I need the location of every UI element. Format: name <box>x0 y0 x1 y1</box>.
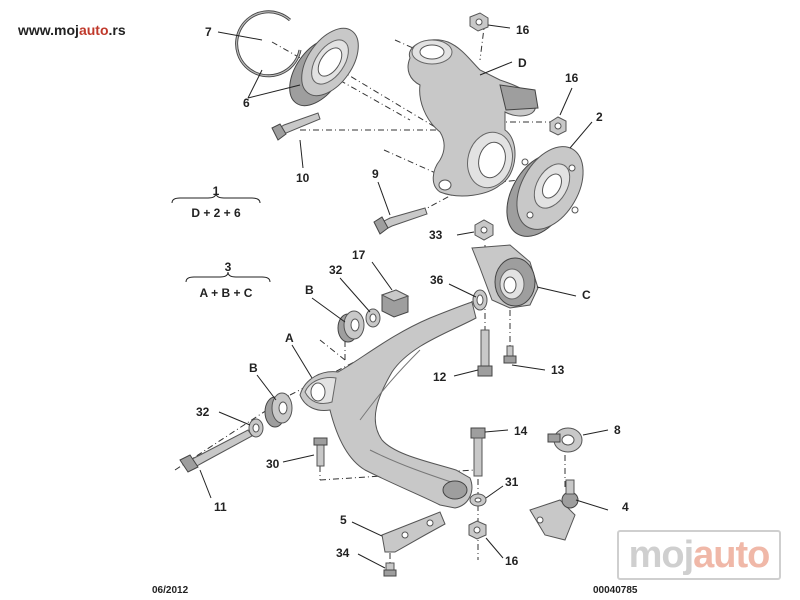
callout-14: 14 <box>514 424 528 438</box>
callout-30: 30 <box>266 457 280 471</box>
callout-A: A <box>285 331 294 345</box>
formula-1-bottom: D + 2 + 6 <box>191 206 241 220</box>
callout-5: 5 <box>340 513 347 527</box>
callout-8: 8 <box>614 423 621 437</box>
wheel-bearing-part <box>289 27 359 107</box>
callout-labels: 7 6 16 D 16 2 10 9 33 17 32 B 36 C A B 1… <box>196 23 629 568</box>
bushing-part <box>337 310 365 343</box>
clamp-part <box>547 427 583 453</box>
nut-part <box>474 219 494 241</box>
drawing-code: 00040785 <box>593 585 638 596</box>
callout-2: 2 <box>596 110 603 124</box>
formula-1-top: 1 <box>213 184 220 198</box>
callout-D: D <box>518 56 527 70</box>
callout-32: 32 <box>329 263 343 277</box>
callout-B: B <box>249 361 258 375</box>
control-arm-part <box>299 301 477 509</box>
callout-34: 34 <box>336 546 350 560</box>
wheel-hub-part <box>506 146 584 237</box>
callout-12: 12 <box>433 370 447 384</box>
bolt-part <box>373 207 428 235</box>
nut-part <box>549 116 567 136</box>
bolt-part <box>503 345 517 364</box>
callout-4: 4 <box>622 500 629 514</box>
bolt-part <box>477 329 493 377</box>
washer-part <box>472 289 488 311</box>
rear-bushing-part <box>471 244 539 309</box>
drawing-date: 06/2012 <box>152 585 189 596</box>
washer-part <box>248 418 264 438</box>
spacer-part <box>380 289 410 318</box>
callout-9: 9 <box>372 167 379 181</box>
circlip-part <box>235 10 302 78</box>
callout-16: 16 <box>565 71 579 85</box>
formula-3-bottom: A + B + C <box>200 286 253 300</box>
callout-13: 13 <box>551 363 565 377</box>
callout-C: C <box>582 288 591 302</box>
leader-lines <box>199 24 609 569</box>
ball-joint-part <box>529 479 579 541</box>
nut-part <box>469 12 489 32</box>
formula-3-top: 3 <box>225 260 232 274</box>
callout-16: 16 <box>505 554 519 568</box>
callout-32: 32 <box>196 405 210 419</box>
site-logo-watermark: mojauto <box>617 530 781 580</box>
callout-7: 7 <box>205 25 212 39</box>
assembly-formula-1: 1 D + 2 + 6 <box>171 184 261 220</box>
steering-knuckle-part <box>407 39 539 197</box>
callout-16: 16 <box>516 23 530 37</box>
bushing-part <box>264 392 293 428</box>
washer-part <box>365 308 381 328</box>
callout-33: 33 <box>429 228 443 242</box>
bolt-part <box>313 437 328 467</box>
bolt-part <box>271 112 321 141</box>
bracket-part <box>381 511 446 553</box>
callout-11: 11 <box>214 500 227 514</box>
callout-6: 6 <box>243 96 250 110</box>
callout-10: 10 <box>296 171 310 185</box>
bolt-part <box>179 429 253 473</box>
callout-31: 31 <box>505 475 519 489</box>
callout-17: 17 <box>352 248 366 262</box>
assembly-formula-3: 3 A + B + C <box>185 260 271 300</box>
callout-36: 36 <box>430 273 444 287</box>
washer-part <box>469 493 487 507</box>
site-url-watermark: www.mojauto.rs <box>18 22 126 38</box>
callout-B: B <box>305 283 314 297</box>
bolt-part <box>470 427 486 477</box>
bolt-part <box>383 562 397 577</box>
nut-part <box>468 520 487 540</box>
